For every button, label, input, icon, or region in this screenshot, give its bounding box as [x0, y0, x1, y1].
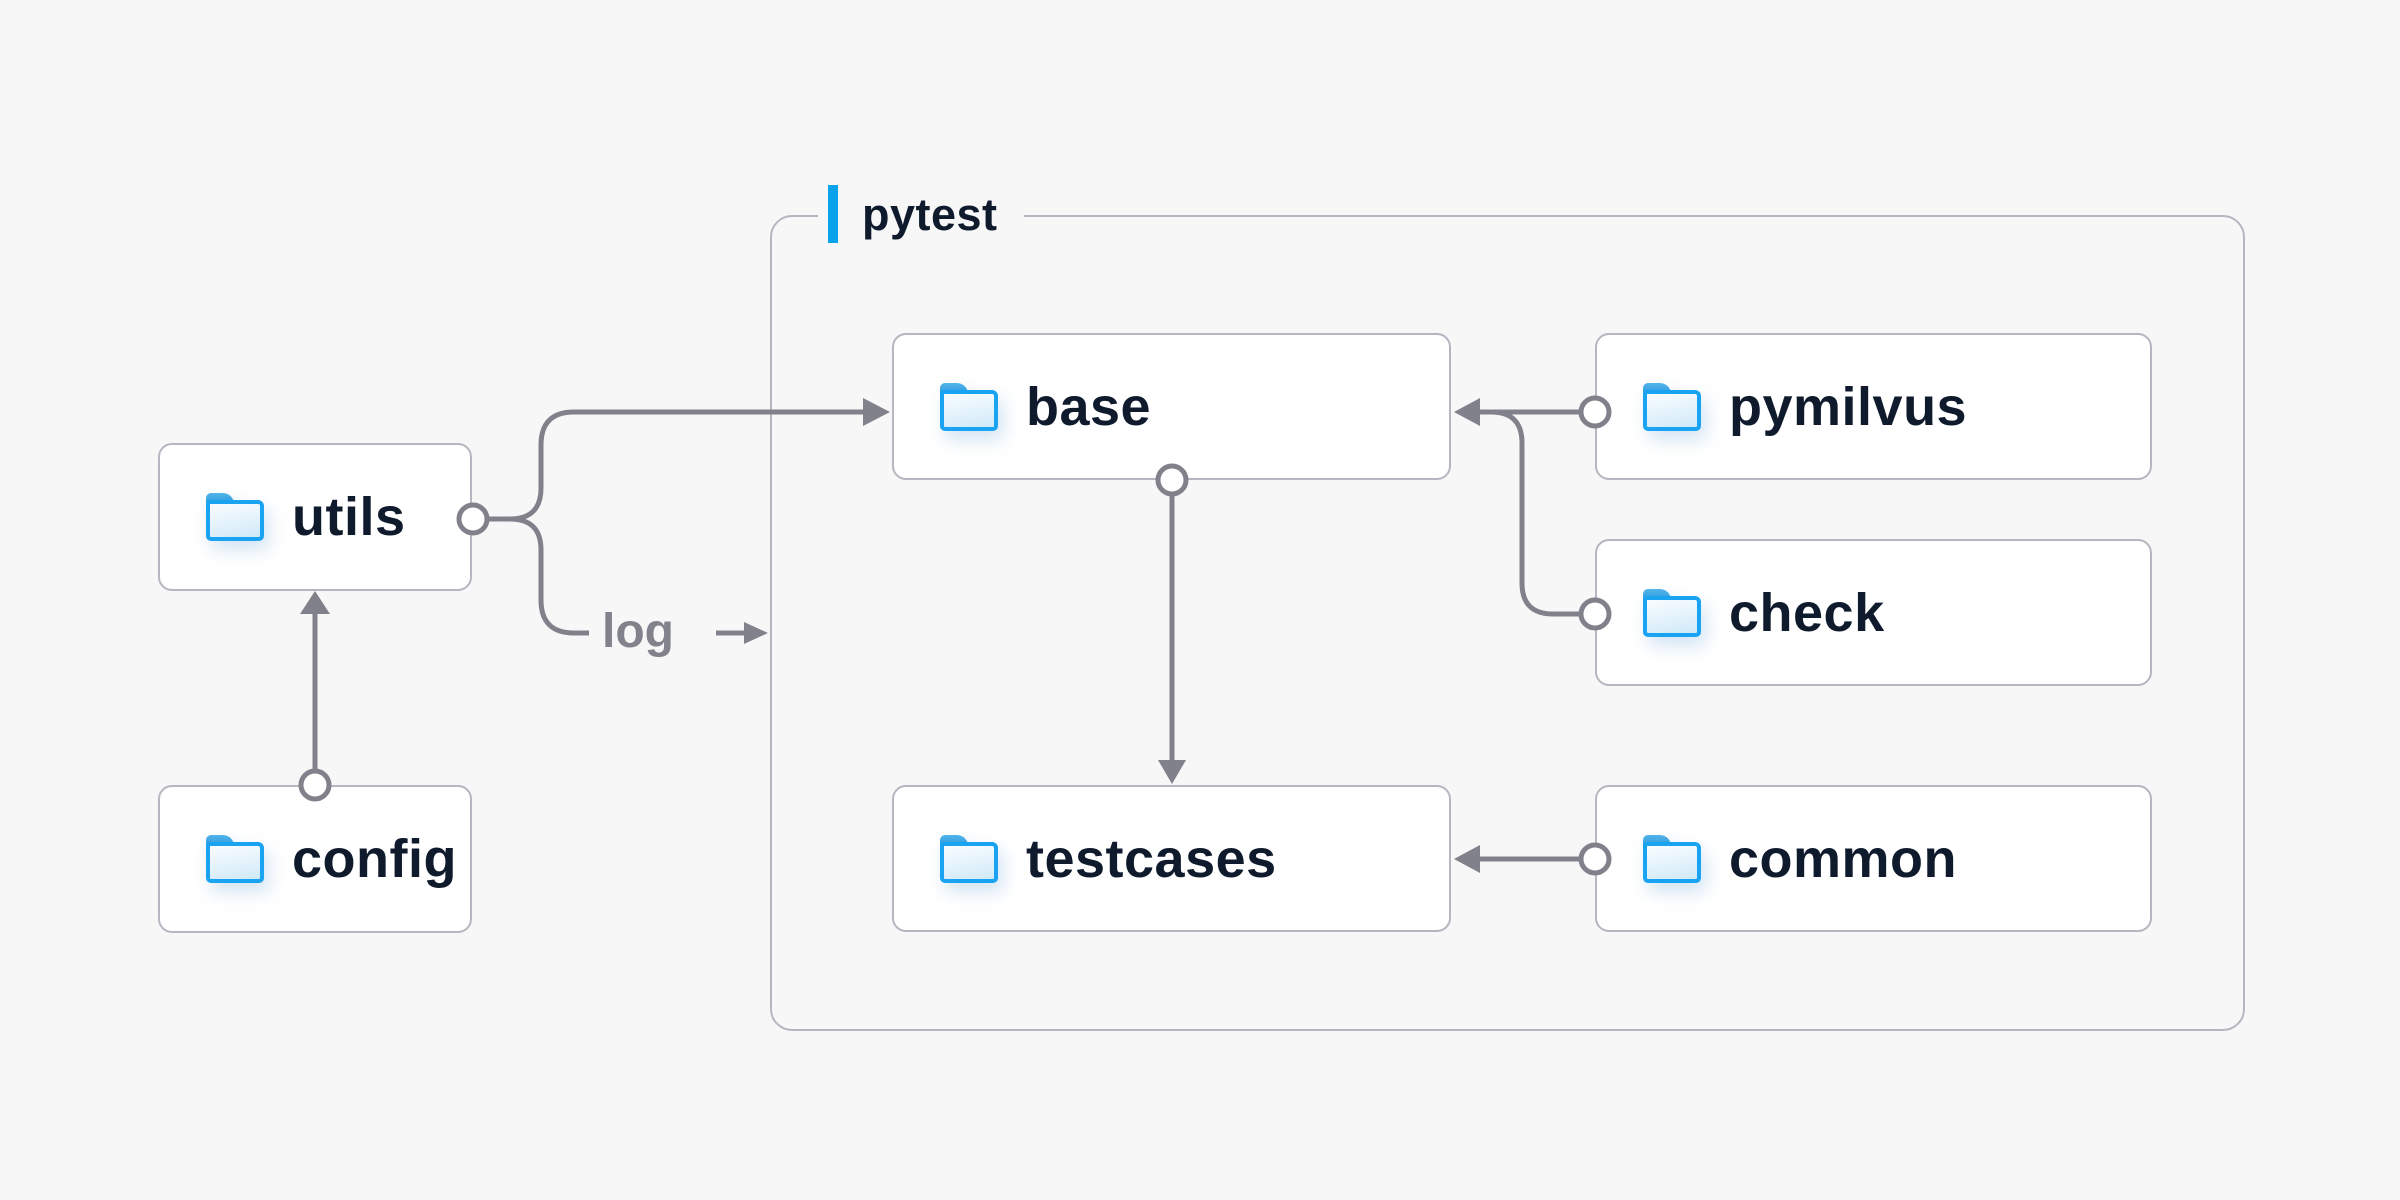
folder-icon — [940, 382, 998, 431]
pytest-group-label: pytest — [818, 185, 1024, 243]
node-utils: utils — [158, 443, 472, 591]
arrowhead-right-icon — [744, 622, 768, 644]
node-base-label: base — [1026, 376, 1152, 437]
node-config-label: config — [292, 829, 457, 889]
folder-icon — [1643, 588, 1701, 637]
arrowhead-up-icon — [300, 591, 330, 614]
node-common: common — [1595, 785, 2152, 932]
folder-icon — [206, 493, 264, 541]
folder-icon — [1643, 834, 1701, 883]
accent-bar-icon — [828, 185, 838, 243]
node-pymilvus-label: pymilvus — [1729, 376, 1968, 437]
node-base: base — [892, 333, 1451, 480]
folder-icon — [1643, 382, 1701, 431]
folder-icon — [940, 834, 998, 883]
node-testcases: testcases — [892, 785, 1451, 932]
edge-label-log: log — [602, 605, 674, 659]
node-common-label: common — [1729, 828, 1958, 889]
edge-utils-log — [509, 516, 589, 636]
folder-icon — [206, 835, 264, 883]
node-config: config — [158, 785, 472, 933]
pytest-group-outline — [770, 215, 2245, 1031]
node-check-label: check — [1729, 582, 1885, 643]
node-utils-label: utils — [292, 487, 406, 547]
pytest-group-title: pytest — [862, 188, 998, 240]
node-testcases-label: testcases — [1026, 828, 1277, 889]
node-check: check — [1595, 539, 2152, 686]
node-pymilvus: pymilvus — [1595, 333, 2152, 480]
